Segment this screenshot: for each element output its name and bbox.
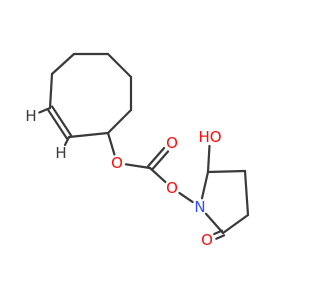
bond-cyc_alkene_2-alkene_h_lower — [63, 135, 71, 147]
bond-pyr_c_hydroxy-pyr_ch2_a — [206, 169, 247, 174]
atom-label-alkene_h_lower: H — [55, 144, 66, 162]
bond-n_oxygen-nitrogen — [178, 191, 194, 204]
bond-ester_oxygen-carbonate_carbon — [124, 163, 152, 170]
bond-carbonate_carbon-n_oxygen — [148, 166, 167, 184]
bond-cyc_alkene_2-cyc_alkene_1-b — [46, 108, 68, 140]
bond-cyc_alkene_1-alkene_h_upper — [38, 106, 52, 114]
bond-pyr_carbonyl_c-lactam_oxygen-a — [213, 229, 224, 236]
bond-pyr_ch2_b-pyr_carbonyl_c — [221, 213, 250, 235]
bond-nitrogen-pyr_c_hydroxy — [200, 170, 210, 200]
bond-cyc_ring_left-cyc_ring_top_1 — [50, 52, 76, 76]
atom-label-n_oxygen: O — [166, 179, 178, 197]
bond-pyr_c_hydroxy-hydroxyl_oxygen — [206, 144, 211, 174]
atom-label-nitrogen: N — [194, 198, 205, 216]
bond-cyc_ring_top_2-cyc_ring_right_1 — [106, 52, 133, 79]
bond-cyc_alkene_2-cyc_alkene_1-a — [51, 105, 73, 137]
bond-pyr_carbonyl_c-lactam_oxygen-b — [215, 234, 226, 240]
bond-carbonate_carbon-carbonyl_oxygen-a — [150, 150, 170, 171]
bond-cyc_alkene_1-cyc_ring_left — [48, 72, 54, 110]
atom-label-lactam_oxygen: O — [201, 231, 213, 249]
atom-label-alkene_h_upper: H — [25, 107, 36, 125]
atom-label-ester_oxygen: O — [111, 154, 123, 172]
atom-label-hydroxyl_oxygen: HO — [198, 128, 221, 146]
bond-carbonate_carbon-carbonyl_oxygen-b — [146, 146, 166, 168]
bond-cyc_ring_right_2-cyc_ring_bottom — [106, 108, 133, 135]
bond-pyr_carbonyl_c-nitrogen — [204, 212, 225, 235]
bond-cyc_ring_bottom-cyc_alkene_2 — [67, 131, 110, 139]
atom-label-carbonyl_oxygen: O — [166, 134, 178, 152]
bond-pyr_ch2_a-pyr_ch2_b — [243, 169, 250, 217]
bond-cyc_ring_bottom-ester_oxygen — [106, 131, 116, 156]
